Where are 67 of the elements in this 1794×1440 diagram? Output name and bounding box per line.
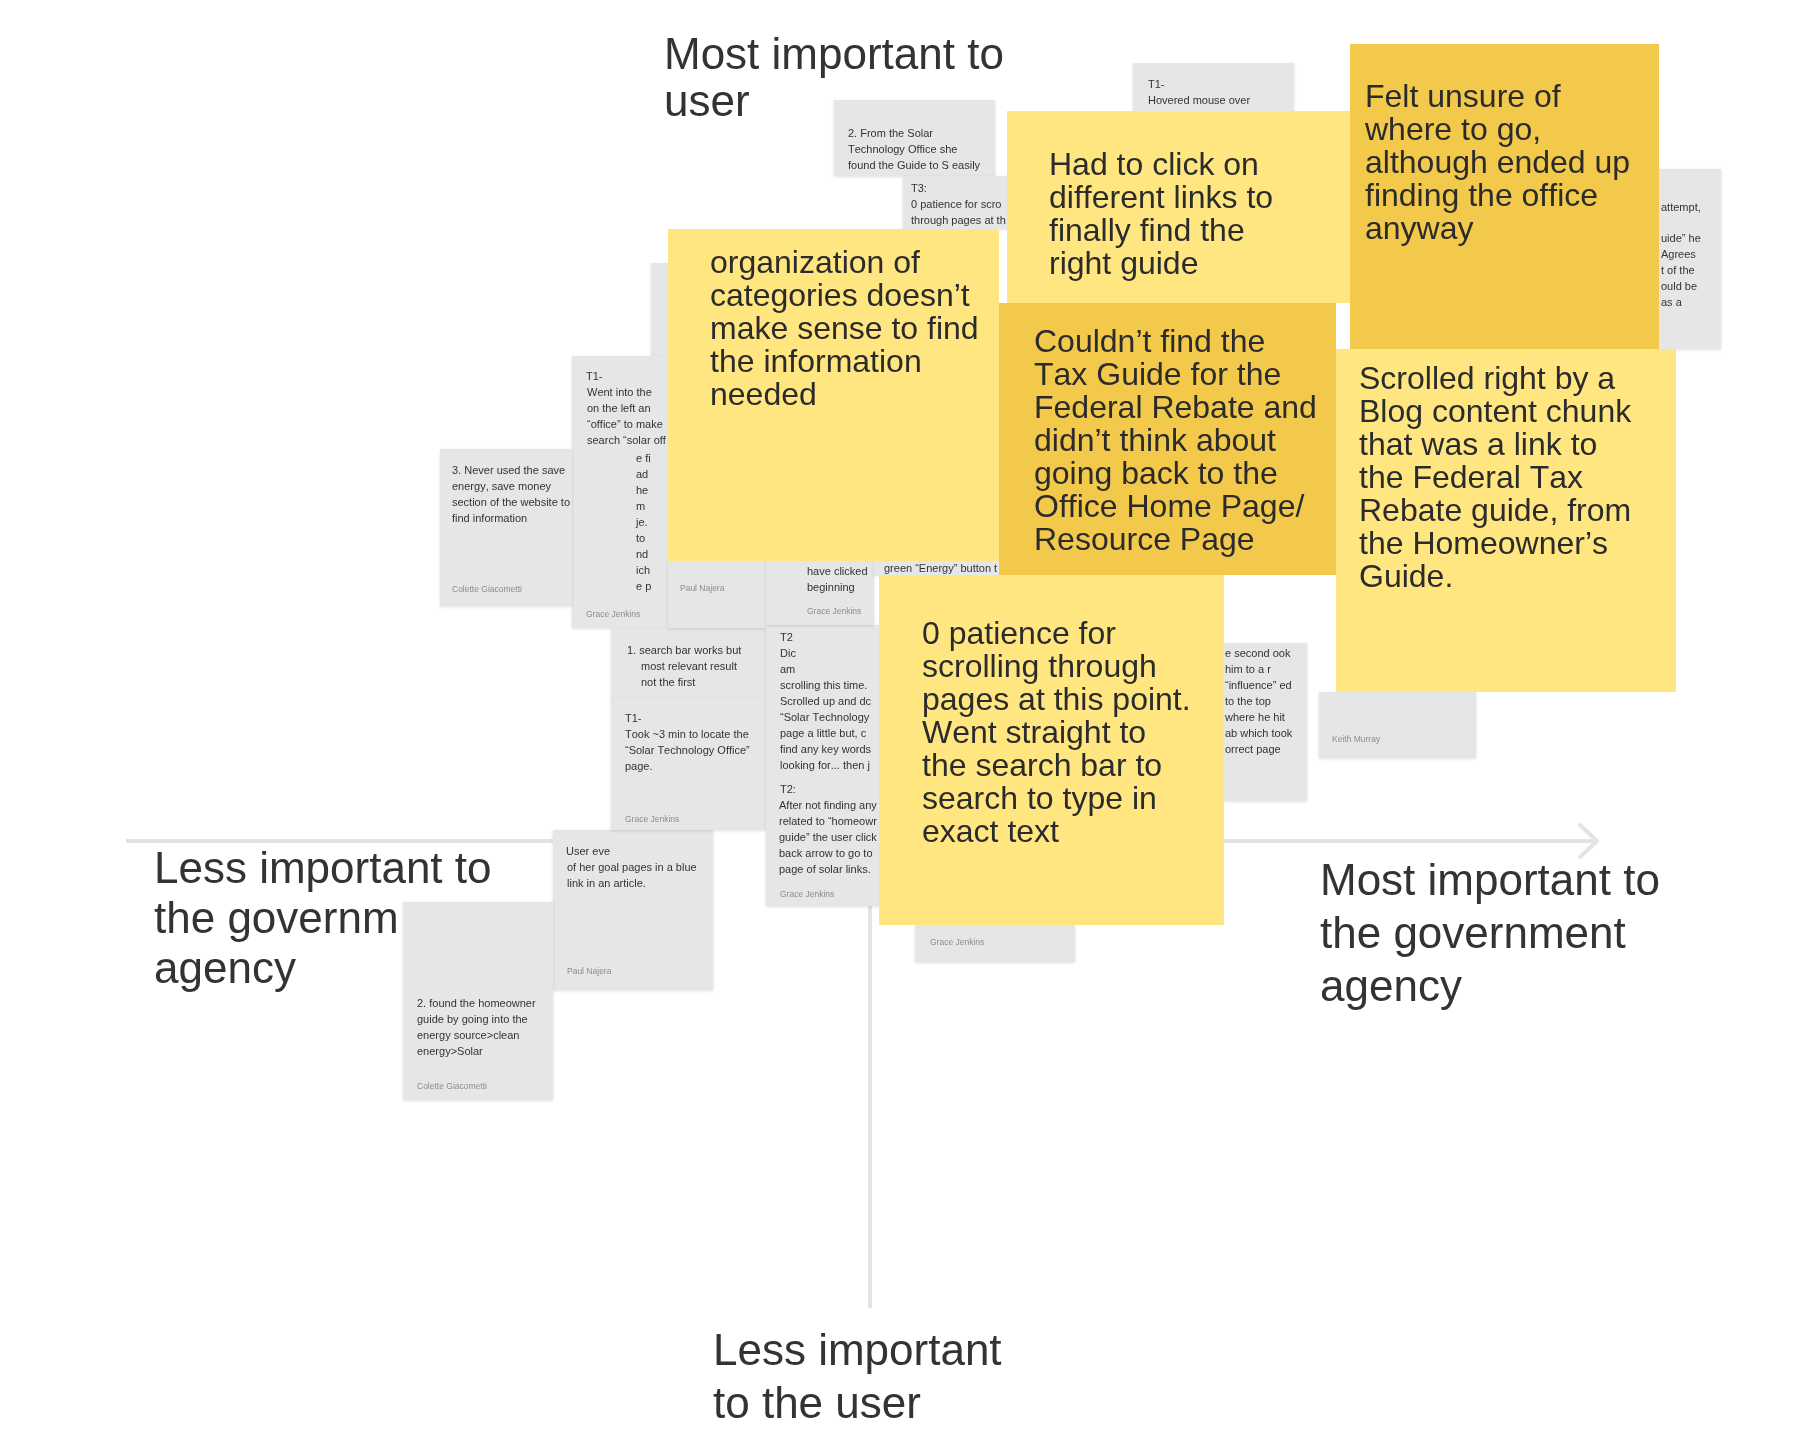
author-name: Grace Jenkins: [930, 937, 986, 948]
note-text: Felt unsure of where to go, although ended up finding the office anyway: [1365, 80, 1632, 245]
author-name: Keith Murray: [1332, 734, 1382, 745]
author-name: Colette Giacometti: [417, 1081, 488, 1092]
note-heading: T1-: [586, 369, 604, 384]
sticky-note: [766, 625, 879, 906]
note-text: After not finding any related to “homeowr guide” the user click back arrow to go to page of solar links.: [779, 798, 878, 877]
sticky-note: [903, 176, 1007, 229]
sticky-note: [766, 561, 874, 625]
sticky-note: [611, 628, 766, 697]
note-text: uide” he Agrees t of the ould be as a: [1661, 231, 1702, 310]
sticky-note: [651, 263, 668, 356]
note-text: Couldn’t find the Tax Guide for the Federal Rebate and didn’t think about going back to the Office Home Page/ Resource Page: [1034, 325, 1318, 556]
author-name: Paul Najera: [680, 583, 726, 594]
axis-label: Most important to the government agency: [1320, 854, 1661, 1012]
sticky-note: [403, 902, 553, 1100]
axis-label: Most important to user: [664, 30, 1005, 124]
note-text: User eve: [566, 844, 611, 859]
note-text: 0 patience for scro through pages at th: [911, 197, 1007, 228]
sticky-note: [1350, 44, 1659, 349]
author-name: Grace Jenkins: [586, 609, 642, 620]
note-text: scrolling this time. Scrolled up and dc “Solar Technology page a little but, c find any key words looking for... then j: [780, 678, 873, 773]
text-fragment: e fi ad he m je. to nd ich e p: [636, 451, 652, 594]
note-text: Had to click on different links to finally find the right guide: [1049, 148, 1275, 280]
sticky-note: [440, 449, 572, 606]
note-text: have clicked beginning: [807, 564, 869, 595]
sticky-note: [1007, 111, 1350, 303]
author-name: Paul Najera: [567, 966, 613, 977]
sticky-note: [668, 561, 766, 628]
axis-label: Less important to the governm agency: [154, 843, 493, 993]
note-heading: T1-: [625, 711, 643, 726]
note-text: Hovered mouse over: [1148, 93, 1252, 108]
sticky-note: [1224, 643, 1307, 801]
author-name: Grace Jenkins: [780, 889, 836, 900]
note-text: attempt,: [1661, 200, 1702, 215]
note-heading: T2: [780, 630, 794, 645]
sticky-note: [668, 229, 999, 561]
note-text: 1. search bar works but most relevant result not the first: [627, 643, 743, 690]
note-heading: T1-: [1148, 77, 1166, 92]
note-text: of her goal pages in a blue link in an article.: [567, 860, 697, 891]
sticky-note: [1659, 169, 1721, 349]
sticky-note: [572, 356, 668, 628]
note-text: green “Energy” button t: [884, 562, 998, 574]
sticky-note: [553, 830, 713, 990]
author-name: Grace Jenkins: [807, 606, 863, 617]
note-text: organization of categories doesn’t make sense to find the information needed: [710, 246, 980, 411]
note-text: e second ook him to a r “influence” ed to the top where he hit ab which took orrect page: [1225, 646, 1294, 757]
note-heading: T3:: [911, 181, 928, 196]
author-name: Colette Giacometti: [452, 584, 523, 595]
sticky-note: [1336, 349, 1676, 692]
note-text: Took ~3 min to locate the “Solar Technology Office” page.: [625, 727, 751, 774]
note-text: 2. found the homeowner guide by going into the energy source>clean energy>Solar: [417, 996, 537, 1059]
note-text: Scrolled right by a Blog content chunk that was a link to the Federal Tax Rebate guide, from the Homeowner’s Guide.: [1359, 362, 1633, 593]
sticky-note: [999, 303, 1336, 575]
sticky-note: [915, 925, 1075, 962]
note-text: 0 patience for scrolling through pages at this point. Went straight to the search bar to search to type in exact text: [922, 617, 1192, 848]
note-heading: T2:: [780, 782, 797, 797]
sticky-note: [834, 100, 995, 176]
axis-label: Less important to the user: [713, 1324, 1003, 1429]
sticky-note: [1319, 692, 1476, 758]
sticky-note: [1133, 63, 1294, 111]
sticky-note: [874, 561, 999, 575]
author-name: Grace Jenkins: [625, 814, 681, 825]
note-text: found the Guide to S easily: [848, 158, 982, 173]
sticky-note: [611, 697, 766, 830]
note-text: 3. Never used the save energy, save money section of the website to find information: [452, 463, 571, 526]
sticky-note: [879, 575, 1224, 925]
